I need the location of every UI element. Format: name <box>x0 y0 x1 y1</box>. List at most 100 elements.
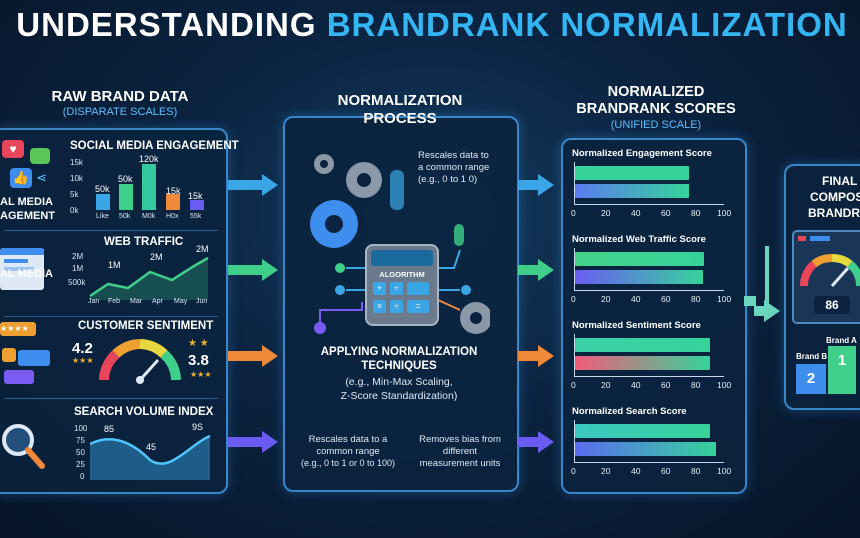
score-bar <box>575 442 716 456</box>
thumbs-up-icon: 👍 <box>10 168 32 188</box>
final-score-value: 86 <box>814 296 850 314</box>
flow-arrow-shaft <box>228 180 264 190</box>
applying-line-1: APPLYING NORMALIZATION <box>320 346 478 358</box>
x-tick-label: M0k <box>142 213 156 220</box>
social-side-label-2: AGEMENT <box>0 210 55 222</box>
score-axis-line <box>574 248 575 290</box>
top-note-line-3: (e.g., 0 to 1 0) <box>418 174 478 185</box>
bar-value-label: 15k <box>166 186 181 196</box>
final-heading-2: COMPOS <box>810 190 860 204</box>
browser-window-icon <box>0 248 44 290</box>
flow-arrow-shaft <box>518 437 540 447</box>
y-tick-label: 2M <box>72 252 84 261</box>
heart-icon: ♥ <box>2 140 24 158</box>
engagement-bar <box>142 164 156 210</box>
star-rating-icon: ★★★ <box>72 356 94 365</box>
flow-arrow-head <box>262 259 278 281</box>
flow-arrow-head <box>262 431 278 453</box>
score-axis-tick-label: 0 <box>571 380 576 390</box>
chat-bubble-icon <box>2 348 16 362</box>
flow-arrow-head <box>764 300 780 322</box>
score-axis-tick-label: 60 <box>661 380 671 390</box>
social-card-title: SOCIAL MEDIA ENGAGEMENT <box>70 140 239 152</box>
process-heading-2: PROCESS <box>363 110 437 127</box>
score-axis-tick-label: 60 <box>661 294 671 304</box>
y-tick-label: 10k <box>70 174 83 183</box>
sentiment-gauge <box>99 339 181 384</box>
score-axis-baseline <box>574 462 724 463</box>
score-axis-tick-label: 20 <box>601 294 611 304</box>
y-tick-label: 0 <box>80 472 85 481</box>
y-tick-label: 15k <box>70 158 83 167</box>
chat-bubble-icon <box>4 370 34 384</box>
engagement-bar <box>96 194 110 210</box>
y-tick-label: 0k <box>70 206 79 215</box>
flow-arrow-head <box>262 345 278 367</box>
flow-arrow-head <box>262 174 278 196</box>
x-tick-label: 55k <box>190 213 202 220</box>
bar-value-label: 50k <box>95 184 110 194</box>
y-tick-label: 5k <box>70 190 79 199</box>
area-annotation: 9S <box>192 422 204 432</box>
brand-b-label: Brand B <box>796 352 828 361</box>
score-axis-tick-label: 80 <box>691 294 701 304</box>
normalized-subheading: (UNIFIED SCALE) <box>610 119 702 131</box>
score-bar <box>575 424 710 438</box>
score-chart-title: Normalized Engagement Score <box>572 148 712 159</box>
area-annotation: 85 <box>104 424 115 434</box>
search-volume-card: SEARCH VOLUME INDEX 100 75 50 25 0 85 45… <box>0 400 225 488</box>
chat-bubble-icon <box>30 148 50 164</box>
raw-data-panel <box>0 128 228 494</box>
sentiment-left-value: 4.2 <box>72 340 93 357</box>
y-tick-label: 1M <box>72 264 84 273</box>
chat-bubble-icon <box>18 350 50 366</box>
page-title: UNDERSTANDING BRANDRANK NORMALIZATION <box>16 6 848 43</box>
score-chart-title: Normalized Sentiment Score <box>572 320 701 331</box>
search-card-title: SEARCH VOLUME INDEX <box>74 406 214 418</box>
score-axis-tick-label: 60 <box>661 208 671 218</box>
foot-right-line-3: measurement units <box>419 458 501 469</box>
bar-value-label: 120k <box>139 154 159 164</box>
foot-right-line-2: different <box>442 446 478 457</box>
score-axis-tick-label: 40 <box>631 208 641 218</box>
rank-2-podium: 2 <box>796 364 826 394</box>
sentiment-card-title: CUSTOMER SENTIMENT <box>78 320 214 332</box>
rank-1-podium: 1 <box>828 346 856 394</box>
x-tick-label: Apr <box>152 298 163 305</box>
flow-arrow-shaft <box>228 437 264 447</box>
flow-arrow-shaft <box>518 265 540 275</box>
score-bar <box>575 252 704 266</box>
score-chart-title: Normalized Web Traffic Score <box>572 234 706 245</box>
applying-line-2: TECHNIQUES <box>361 360 437 372</box>
score-bar <box>575 166 689 180</box>
score-axis-baseline <box>574 204 724 205</box>
raw-data-heading: RAW BRAND DATA <box>51 88 189 105</box>
final-score-gauge <box>800 254 860 287</box>
star-rating-icon: ★★★★ <box>0 322 36 336</box>
brand-a-label: Brand A <box>826 336 857 345</box>
score-axis-tick-label: 80 <box>691 466 701 476</box>
flow-arrow-shaft <box>744 296 756 306</box>
divider <box>4 398 218 399</box>
x-tick-label: Jun <box>196 298 208 305</box>
score-axis-tick-label: 40 <box>631 466 641 476</box>
web-side-label: AL MEDIA <box>0 268 53 280</box>
x-tick-label: Like <box>96 213 109 220</box>
score-axis-tick-label: 80 <box>691 208 701 218</box>
customer-sentiment-card: CUSTOMER SENTIMENT ★★★★ 4.2 ★★★ ★ ★ 3.8 … <box>0 318 225 398</box>
foot-right-line-1: Removes bias from <box>419 434 501 445</box>
score-axis-line <box>574 420 575 462</box>
divider <box>4 316 218 317</box>
score-axis-tick-label: 0 <box>571 466 576 476</box>
search-volume-area-chart <box>90 434 211 480</box>
line-annotation: 1M <box>108 260 121 270</box>
flow-arrow-head <box>538 174 554 196</box>
star-icon: ★ ★ <box>188 338 209 349</box>
x-tick-label: Feb <box>108 298 121 305</box>
top-note-line-1: Rescales data to <box>418 150 489 161</box>
score-axis-tick-label: 100 <box>717 380 732 390</box>
x-tick-label: May <box>174 298 188 305</box>
normalized-heading-1: NORMALIZED <box>607 84 705 100</box>
y-tick-label: 50 <box>76 448 85 457</box>
score-axis-tick-label: 100 <box>717 466 732 476</box>
